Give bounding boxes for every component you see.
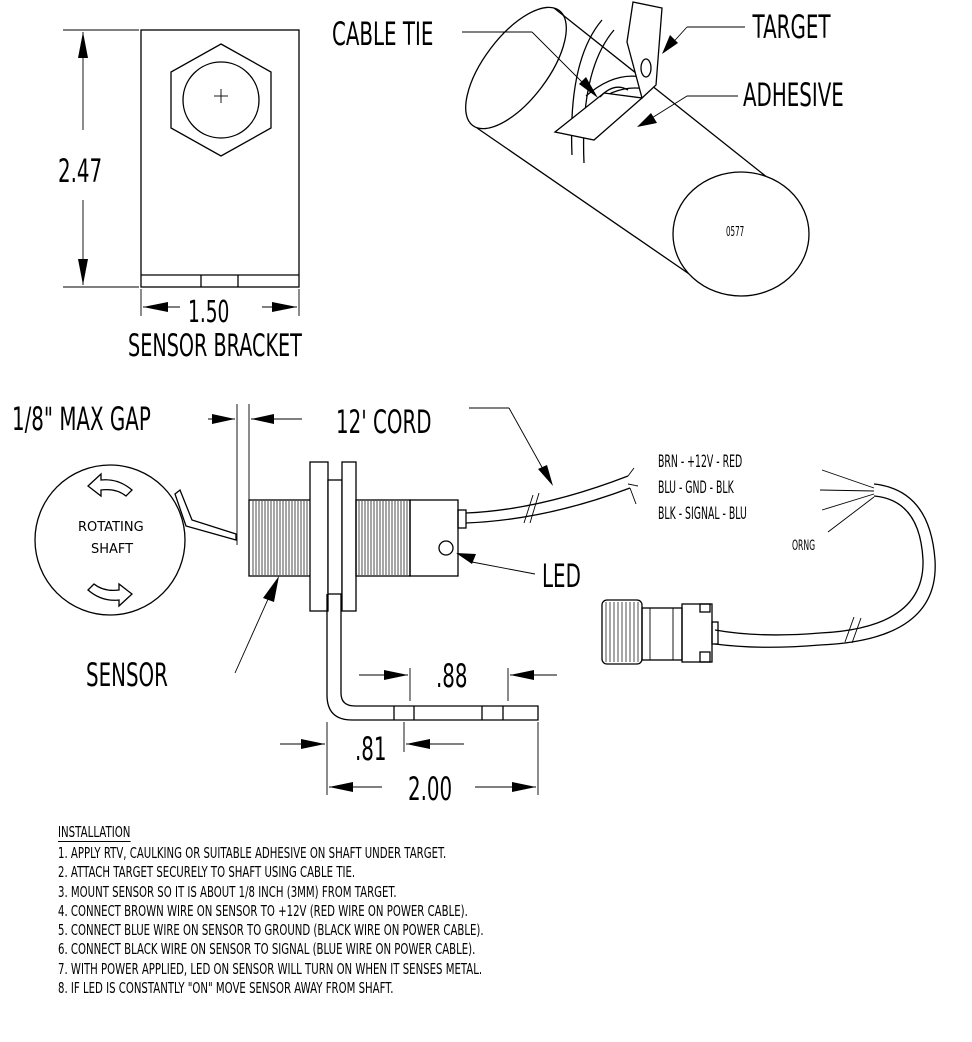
orange-wire-label: ORNG	[792, 538, 815, 554]
wire-row-2: BLU - GND - BLK	[658, 478, 734, 498]
power-cable	[714, 483, 936, 648]
target-plate	[553, 92, 644, 141]
wire-row-3: BLK - SIGNAL - BLU	[658, 504, 747, 524]
sensor-bracket-view: 2.47 1.50 SENSOR BRACKET	[58, 29, 302, 364]
power-cable-wires	[819, 469, 875, 533]
sensor-led	[438, 540, 454, 556]
installation-step: 3. MOUNT SENSOR SO IT IS ABOUT 1/8 INCH …	[58, 882, 397, 901]
dim-81: .81	[355, 731, 387, 768]
sensor-label: SENSOR	[86, 657, 168, 694]
hex-nut	[170, 43, 272, 157]
rotating-shaft	[34, 464, 186, 616]
installation-notes: INSTALLATION 1. APPLY RTV, CAULKING OR S…	[58, 822, 938, 998]
bracket-width-dim: 1.50	[188, 294, 229, 329]
sensor-flange	[309, 461, 329, 612]
cord-label: 12' CORD	[336, 404, 431, 441]
installation-step: 7. WITH POWER APPLIED, LED ON SENSOR WIL…	[58, 959, 483, 978]
adhesive-label: ADHESIVE	[743, 77, 844, 114]
installation-step: 4. CONNECT BROWN WIRE ON SENSOR TO +12V …	[58, 901, 468, 920]
cable-tie-label: CABLE TIE	[332, 16, 433, 53]
installation-step: 1. APPLY RTV, CAULKING OR SUITABLE ADHES…	[58, 844, 447, 862]
shaft-end-face	[672, 171, 810, 297]
shaft-target-view: 0577 CABLE TIE TARGET ADHESIVE	[332, 1, 844, 297]
installation-title: INSTALLATION	[58, 823, 131, 842]
rotating-shaft-label-1: ROTATING	[78, 520, 144, 535]
assembly-view: 1/8" MAX GAP 12' CORD ROTATING SHAFT LED	[12, 401, 936, 808]
power-connector	[601, 599, 719, 665]
wire-row-1: BRN - +12V - RED	[658, 452, 742, 472]
hex-nut-bore	[182, 61, 260, 139]
mounting-bracket	[326, 594, 539, 721]
sensor-threads	[252, 501, 308, 575]
max-gap-label: 1/8" MAX GAP	[12, 401, 151, 438]
rotation-arrow-top-icon	[86, 472, 133, 498]
installation-step: 6. CONNECT BLACK WIRE ON SENSOR TO SIGNA…	[58, 940, 476, 959]
installation-step: 8. IF LED IS CONSTANTLY "ON" MOVE SENSOR…	[58, 979, 394, 998]
sensor-bracket-title: SENSOR BRACKET	[128, 328, 302, 364]
target-label: TARGET	[752, 9, 831, 46]
installation-step: 5. CONNECT BLUE WIRE ON SENSOR TO GROUND…	[58, 921, 484, 940]
sensor-cord	[465, 475, 631, 524]
shaft-cylinder	[476, 7, 769, 279]
installation-step: 2. ATTACH TARGET SECURELY TO SHAFT USING…	[58, 863, 356, 882]
bracket-plate	[140, 29, 300, 288]
bracket-height-dim: 2.47	[58, 153, 102, 190]
shaft-serial: 0577	[726, 225, 744, 240]
dim-88: .88	[436, 658, 468, 695]
rotating-shaft-label-2: SHAFT	[91, 542, 133, 557]
dim-200: 2.00	[408, 771, 452, 808]
shaft-target	[174, 488, 237, 541]
sensor-nut	[327, 479, 343, 595]
sensor-rear	[409, 499, 459, 577]
led-label: LED	[542, 558, 581, 595]
rotation-arrow-bottom-icon	[87, 582, 134, 608]
